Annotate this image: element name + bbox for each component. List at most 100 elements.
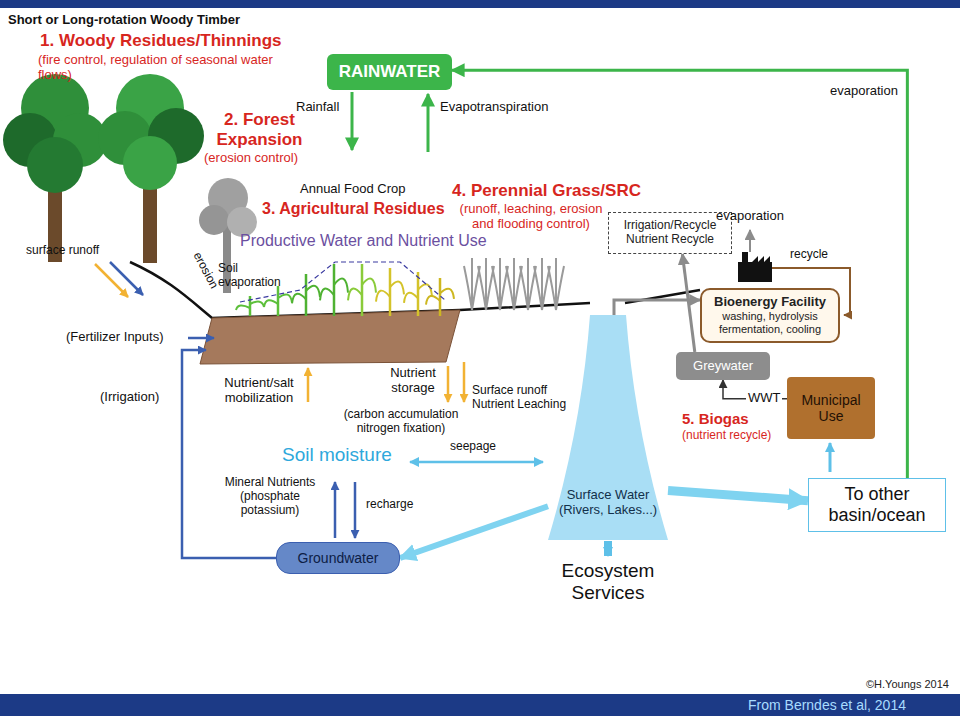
edge-label: evaporation: [828, 84, 900, 99]
footer-bar: [0, 694, 960, 716]
flow-connector: [400, 506, 548, 558]
grey-tree: [199, 205, 229, 235]
water-outline: [548, 315, 668, 540]
annotation: Short or Long-rotation Woody Timber: [8, 13, 308, 28]
crop-plants: [278, 294, 292, 302]
annotation: Surface runoff Nutrient Leaching: [472, 384, 572, 412]
flow-connector: [614, 300, 700, 315]
flow-arrow: [447, 366, 450, 402]
perennial-grass: [534, 266, 542, 310]
field: [200, 310, 460, 364]
perennial-grass: [492, 266, 500, 310]
crop-plants: [361, 264, 364, 316]
perennial-grass: [464, 258, 564, 310]
annotation: Nutrient storage: [382, 366, 444, 396]
flow-arrow: [427, 94, 430, 152]
annotation: (runoff, leaching, erosion and flooding …: [458, 202, 604, 232]
annotation: 2. Forest Expansion: [212, 110, 307, 149]
crop-plants: [362, 279, 376, 293]
crop-plants: [264, 300, 278, 307]
annotation: evaporation: [716, 209, 806, 224]
flow-arrow: [354, 482, 357, 538]
annotation: Productive Water and Nutrient Use: [240, 232, 510, 250]
annotation: recycle: [790, 248, 850, 262]
flow-arrow: [334, 482, 337, 538]
header-bar: [0, 0, 960, 8]
flow-connector: [452, 70, 907, 478]
flow-arrow: [188, 337, 214, 340]
recycle-box: Irrigation/Recycle Nutrient Recycle: [608, 212, 732, 254]
crop-plants: [418, 284, 432, 296]
node-text: Groundwater: [298, 550, 379, 566]
perennial-grass: [478, 266, 486, 310]
factory: [738, 252, 772, 282]
annotation: 4. Perennial Grass/SRC: [452, 181, 662, 201]
annotation: Annual Food Crop: [300, 182, 430, 197]
footer-bar: [0, 694, 960, 716]
tree: [27, 137, 83, 193]
crop-plants: [277, 286, 280, 316]
flow-arrow: [307, 368, 310, 402]
flow-arrow: [604, 541, 612, 556]
flow-arrow: [110, 262, 143, 295]
annotation: recharge: [366, 498, 436, 512]
credit-note: ©H.Youngs 2014: [866, 678, 958, 691]
node-text: Irrigation/Recycle Nutrient Recycle: [615, 219, 725, 247]
tree: [123, 136, 177, 190]
node-text: RAINWATER: [339, 62, 441, 82]
factory: [742, 252, 748, 264]
node-text: To other basin/ocean: [815, 484, 939, 525]
flow-arrow: [829, 443, 832, 472]
annotation: 3. Agricultural Residues: [262, 200, 452, 218]
node-text: washing, hydrolysis fermentation, coolin…: [708, 310, 832, 335]
credit-note: From Berndes et al, 2014: [748, 697, 948, 713]
annotation: surface runoff: [26, 244, 116, 258]
flow-connector: [668, 491, 808, 501]
annotation: Mineral Nutrients (phosphate potassium): [214, 476, 326, 517]
flow-arrow: [95, 264, 128, 297]
annotation: seepage: [450, 440, 520, 454]
annotation: Soil moisture: [282, 444, 402, 466]
crop-plants: [236, 264, 454, 316]
tree: [3, 74, 204, 263]
header-bar: [0, 0, 960, 8]
crop-plants: [292, 294, 306, 304]
flow-arrow: [749, 230, 751, 252]
annotation: (erosion control): [196, 151, 306, 166]
perennial-grass: [464, 266, 472, 310]
annotation: Soil evaporation: [218, 262, 290, 290]
perennial-grass: [556, 266, 564, 310]
node-text: Municipal Use: [793, 392, 869, 424]
node-text: Bioenergy Facility: [714, 295, 826, 310]
annotation: (fire control, regulation of seasonal wa…: [38, 53, 308, 83]
crop-plants: [389, 268, 392, 316]
factory: [738, 262, 772, 282]
crop-plants: [376, 291, 390, 302]
flow-arrow: [410, 461, 543, 464]
crop-plants: [348, 289, 362, 301]
annotation: Nutrient/salt mobilization: [215, 376, 303, 406]
crop-plants: [306, 286, 320, 297]
rainwater-box: RAINWATER: [327, 54, 452, 90]
greywater-box: Greywater: [676, 352, 770, 380]
flow-arrow: [95, 92, 850, 558]
municipal-box: Municipal Use: [787, 377, 875, 439]
annotation: Ecosystem Services: [558, 560, 658, 604]
flow-connector: [682, 254, 694, 352]
crop-plants: [320, 289, 334, 301]
annotation: (Irrigation): [100, 390, 180, 405]
perennial-grass: [506, 266, 514, 310]
crop-plants: [250, 302, 264, 307]
crop-plants: [334, 279, 348, 293]
annotation: 5. Biogas: [682, 410, 782, 427]
annotation: Evapotranspiration: [440, 100, 570, 115]
surface-water: Surface Water (Rivers, Lakes...): [548, 315, 668, 540]
node-text: Surface Water (Rivers, Lakes...): [554, 488, 662, 518]
ocean-box: To other basin/ocean: [808, 478, 946, 532]
flow-arrow: [463, 362, 466, 402]
annotation: (Fertilizer Inputs): [66, 330, 186, 345]
crop-plants: [333, 264, 336, 316]
flow-arrow: [351, 92, 354, 150]
